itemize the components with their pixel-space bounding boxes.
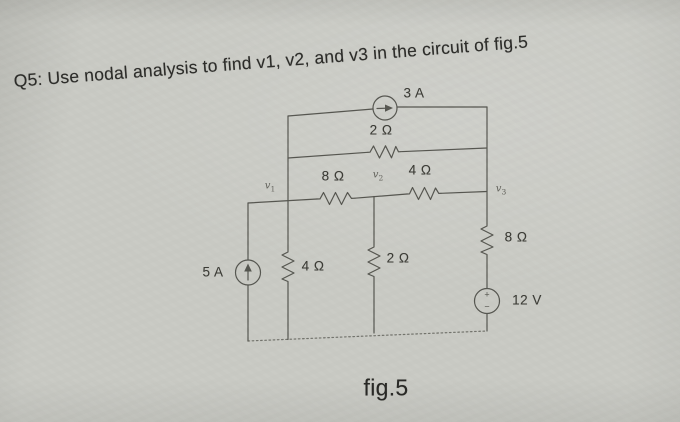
figure-caption: fig.5 bbox=[363, 374, 409, 401]
node-v2-base: v bbox=[372, 169, 379, 181]
node-v2-sub: 2 bbox=[378, 173, 384, 183]
label-4ohm-horizontal: 4 Ω bbox=[408, 162, 432, 178]
node-v3-base: v bbox=[495, 183, 502, 195]
minus-sign: − bbox=[484, 301, 490, 312]
label-12v: 12 V bbox=[512, 292, 542, 308]
node-v3-sub: 3 bbox=[501, 187, 507, 197]
label-8ohm-horizontal: 8 Ω bbox=[321, 168, 345, 184]
question-text: Q5: Use nodal analysis to find v1, v2, a… bbox=[13, 31, 529, 91]
wire-2ohm-rail bbox=[287, 145, 488, 159]
current-source-3a-symbol bbox=[372, 95, 398, 121]
resistor-4ohm-horizontal bbox=[406, 186, 442, 201]
current-source-5a-symbol bbox=[234, 259, 262, 286]
node-label-v2: v2 bbox=[373, 170, 383, 183]
resistor-8ohm-horizontal bbox=[316, 191, 356, 206]
resistor-2ohm-vertical bbox=[367, 244, 381, 279]
label-4ohm-vertical: 4 Ω bbox=[301, 258, 325, 274]
current-source-5a-branch bbox=[234, 202, 262, 342]
label-2ohm-top: 2 Ω bbox=[369, 122, 393, 138]
node-label-v3: v3 bbox=[496, 184, 506, 197]
node-v1-base: v bbox=[264, 180, 271, 192]
plus-sign: + bbox=[484, 289, 490, 300]
label-3a: 3 A bbox=[403, 85, 425, 101]
arrow-up-icon bbox=[244, 263, 252, 272]
v2-2ohm-branch bbox=[367, 195, 381, 334]
node-label-v1: v1 bbox=[265, 181, 275, 194]
label-2ohm-vertical: 2 Ω bbox=[386, 250, 410, 266]
node-v1-sub: 1 bbox=[270, 184, 276, 194]
resistor-2ohm-top bbox=[367, 145, 401, 159]
label-5a: 5 A bbox=[202, 264, 224, 280]
v1-riser-and-4ohm-branch bbox=[281, 115, 295, 341]
resistor-8ohm-vertical bbox=[480, 223, 494, 257]
label-8ohm-vertical: 8 Ω bbox=[504, 229, 528, 245]
wire-ground-rail bbox=[247, 330, 488, 342]
wire-node-rail bbox=[247, 186, 488, 206]
wire-top-rail bbox=[287, 106, 488, 117]
arrow-right-icon bbox=[385, 104, 393, 112]
resistor-4ohm-vertical bbox=[281, 249, 295, 284]
